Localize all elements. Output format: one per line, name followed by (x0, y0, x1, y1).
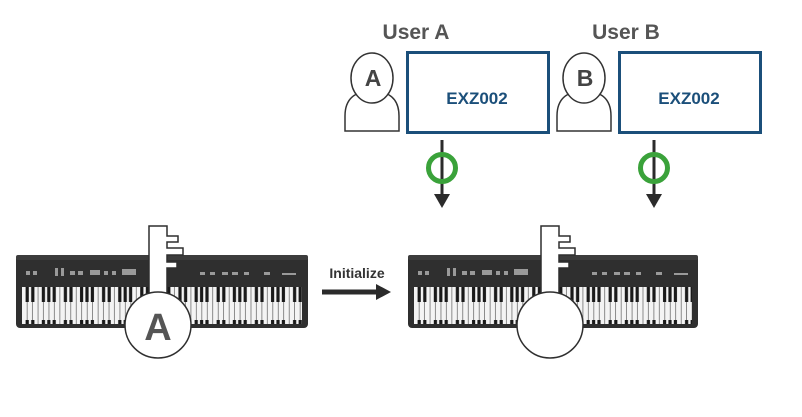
user-b-group: User B B EXZ002 (556, 21, 762, 208)
user-b-heading: User B (592, 21, 660, 44)
key-icon: A (124, 225, 192, 359)
key-letter: A (144, 307, 171, 349)
user-b-screen: EXZ002 (618, 51, 762, 134)
key-icon (516, 225, 584, 359)
down-arrow-icon (646, 194, 662, 208)
user-b-icon: B (556, 52, 612, 132)
screen-icon (406, 51, 550, 134)
user-b-avatar-letter: B (577, 65, 594, 91)
piano-right (408, 225, 698, 359)
user-a-screen: EXZ002 (406, 51, 550, 134)
user-a-group: User A A EXZ002 (344, 21, 550, 208)
initialize-arrow: Initialize (322, 265, 391, 300)
user-b-down-arrow (646, 140, 662, 208)
user-b-screen-text: EXZ002 (658, 89, 719, 108)
user-a-avatar-letter: A (365, 65, 382, 91)
initialize-label: Initialize (329, 265, 384, 281)
piano-left: A (16, 225, 308, 359)
user-a-screen-text: EXZ002 (446, 89, 507, 108)
user-a-down-arrow (434, 140, 450, 208)
user-a-heading: User A (383, 21, 450, 44)
down-arrow-icon (434, 194, 450, 208)
screen-icon (618, 51, 762, 134)
check-ring-icon (426, 152, 458, 184)
right-arrow-icon (376, 284, 391, 300)
check-ring-icon (638, 152, 670, 184)
user-a-icon: A (344, 52, 400, 132)
